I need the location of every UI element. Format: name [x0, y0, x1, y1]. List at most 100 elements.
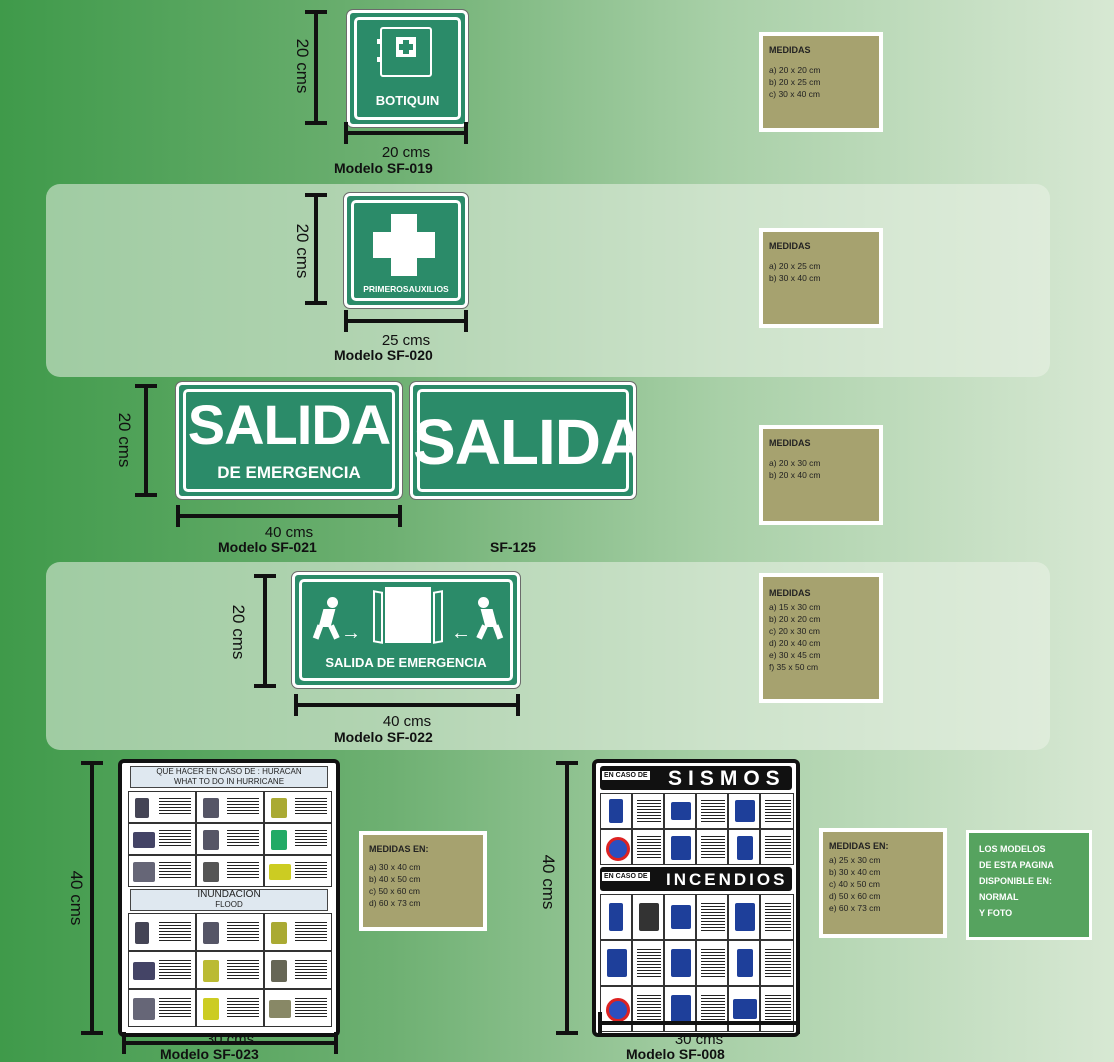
height-dimension-line [135, 384, 157, 497]
poster-title-sismos: SISMOS [668, 767, 786, 790]
arrow-left-icon: ← [451, 622, 471, 644]
height-label: 20 cms [115, 412, 134, 468]
sign-sf125: SALIDA [409, 381, 637, 500]
height-label: 40 cms [539, 854, 558, 910]
height-dimension-line [305, 193, 327, 305]
cross-icon-bar [373, 232, 435, 258]
note-line: LOS MODELOS [979, 844, 1046, 854]
medidas-line: b) 20 x 40 cm [769, 470, 821, 480]
sign-sf021: SALIDA DE EMERGENCIA [175, 381, 403, 500]
prohibited-icon [606, 837, 630, 861]
poster-grid-sismos [600, 793, 794, 865]
model-label: Modelo SF-019 [334, 160, 433, 176]
running-person-left-icon [312, 597, 345, 640]
note-line: Y FOTO [979, 908, 1013, 918]
medidas-line: d) 60 x 73 cm [369, 898, 421, 908]
medidas-line: b) 20 x 25 cm [769, 77, 821, 87]
poster-sf008: EN CASO DE SISMOS EN CASO DE INCENDIOS [592, 759, 800, 1037]
medidas-line: b) 20 x 20 cm [769, 614, 821, 624]
width-label: 30 cms [674, 1031, 724, 1048]
medidas-line: c) 50 x 60 cm [369, 886, 421, 896]
model-label: Modelo SF-020 [334, 347, 433, 363]
door-icon [373, 587, 443, 647]
poster-badge: EN CASO DE [602, 771, 650, 780]
medidas-title: MEDIDAS EN: [829, 841, 889, 851]
model-label: Modelo SF-023 [160, 1046, 259, 1062]
height-label: 20 cms [293, 223, 312, 279]
availability-note: LOS MODELOS DE ESTA PAGINA DISPONIBLE EN… [966, 830, 1092, 940]
height-dimension-line [556, 761, 578, 1035]
width-dimension-line [294, 694, 520, 716]
medidas-line: d) 20 x 40 cm [769, 638, 821, 648]
medidas-line: b) 30 x 40 cm [829, 867, 881, 877]
poster-badge: EN CASO DE [602, 872, 650, 881]
height-label: 20 cms [293, 38, 312, 94]
height-dimension-line [81, 761, 103, 1035]
sign-sf022: → ← SALIDA DE EMERGENCIA [291, 571, 521, 689]
poster-header-incendios: EN CASO DE INCENDIOS [600, 867, 792, 891]
height-dimension-line [254, 574, 276, 688]
poster-grid-top [128, 791, 332, 887]
model-label: SF-125 [490, 539, 536, 555]
sign-label: BOTIQUIN [375, 93, 440, 108]
first-aid-kit-icon [377, 27, 432, 77]
width-label: 40 cms [264, 524, 314, 541]
sign-sf020: PRIMEROSAUXILIOS [343, 192, 469, 309]
poster-title-2: INUNDACION FLOOD [130, 889, 328, 911]
model-label: Modelo SF-022 [334, 729, 433, 745]
model-label: Modelo SF-008 [626, 1046, 725, 1062]
medidas-line: f) 35 x 50 cm [769, 662, 819, 672]
width-label: 40 cms [382, 713, 432, 730]
medidas-line: a) 30 x 40 cm [369, 862, 421, 872]
width-label: 25 cms [381, 332, 431, 349]
arrow-right-icon: → [341, 622, 361, 644]
poster-sf023: QUE HACER EN CASO DE : HURACAN WHAT TO D… [118, 759, 340, 1037]
medidas-line: b) 40 x 50 cm [369, 874, 421, 884]
running-person-right-icon [471, 597, 504, 640]
sign-big-text: SALIDA [413, 406, 636, 478]
poster-title-1: QUE HACER EN CASO DE : HURACAN WHAT TO D… [130, 766, 328, 788]
note-line: DISPONIBLE EN: [979, 876, 1053, 886]
medidas-line: c) 30 x 40 cm [769, 89, 821, 99]
sign-label: PRIMEROSAUXILIOS [363, 284, 449, 294]
sign-sf019: BOTIQUIN [346, 9, 469, 128]
medidas-box-sf008: MEDIDAS EN: a) 25 x 30 cm b) 30 x 40 cm … [819, 828, 947, 938]
medidas-box-sf021: MEDIDAS a) 20 x 30 cm b) 20 x 40 cm [759, 425, 883, 525]
medidas-box-sf023: MEDIDAS EN: a) 30 x 40 cm b) 40 x 50 cm … [359, 831, 487, 931]
poster-header-sismos: EN CASO DE SISMOS [600, 766, 792, 790]
height-label: 20 cms [229, 604, 248, 660]
poster-title-incendios: INCENDIOS [666, 870, 788, 889]
width-label: 30 cms [205, 1031, 255, 1048]
width-dimension-line [598, 1012, 800, 1034]
note-line: NORMAL [979, 892, 1019, 902]
medidas-line: b) 30 x 40 cm [769, 273, 821, 283]
medidas-title: MEDIDAS [769, 45, 811, 55]
height-label: 40 cms [67, 870, 86, 926]
medidas-title: MEDIDAS [769, 438, 811, 448]
medidas-line: e) 30 x 45 cm [769, 650, 821, 660]
medidas-box-sf019: MEDIDAS a) 20 x 20 cm b) 20 x 25 cm c) 3… [759, 32, 883, 132]
poster-grid-incendios [600, 894, 794, 1032]
model-label: Modelo SF-021 [218, 539, 317, 555]
medidas-box-sf020: MEDIDAS a) 20 x 25 cm b) 30 x 40 cm [759, 228, 883, 328]
medidas-box-sf022: MEDIDAS a) 15 x 30 cm b) 20 x 20 cm c) 2… [759, 573, 883, 703]
medidas-line: a) 20 x 25 cm [769, 261, 821, 271]
medidas-line: d) 50 x 60 cm [829, 891, 881, 901]
height-dimension-line [305, 10, 327, 125]
sign-big-text: SALIDA [187, 393, 391, 456]
medidas-line: a) 15 x 30 cm [769, 602, 821, 612]
width-dimension-line [122, 1032, 338, 1054]
medidas-line: c) 40 x 50 cm [829, 879, 881, 889]
medidas-line: a) 20 x 30 cm [769, 458, 821, 468]
band-sf022 [46, 562, 1050, 750]
sign-small-text: DE EMERGENCIA [217, 463, 361, 482]
prohibited-icon [606, 998, 630, 1022]
band-sf020 [46, 184, 1050, 377]
poster-grid-bottom [128, 913, 332, 1029]
medidas-line: c) 20 x 30 cm [769, 626, 821, 636]
medidas-title: MEDIDAS [769, 241, 811, 251]
width-dimension-line [176, 505, 402, 527]
width-dimension-line [344, 310, 468, 332]
sign-label: SALIDA DE EMERGENCIA [325, 655, 487, 670]
